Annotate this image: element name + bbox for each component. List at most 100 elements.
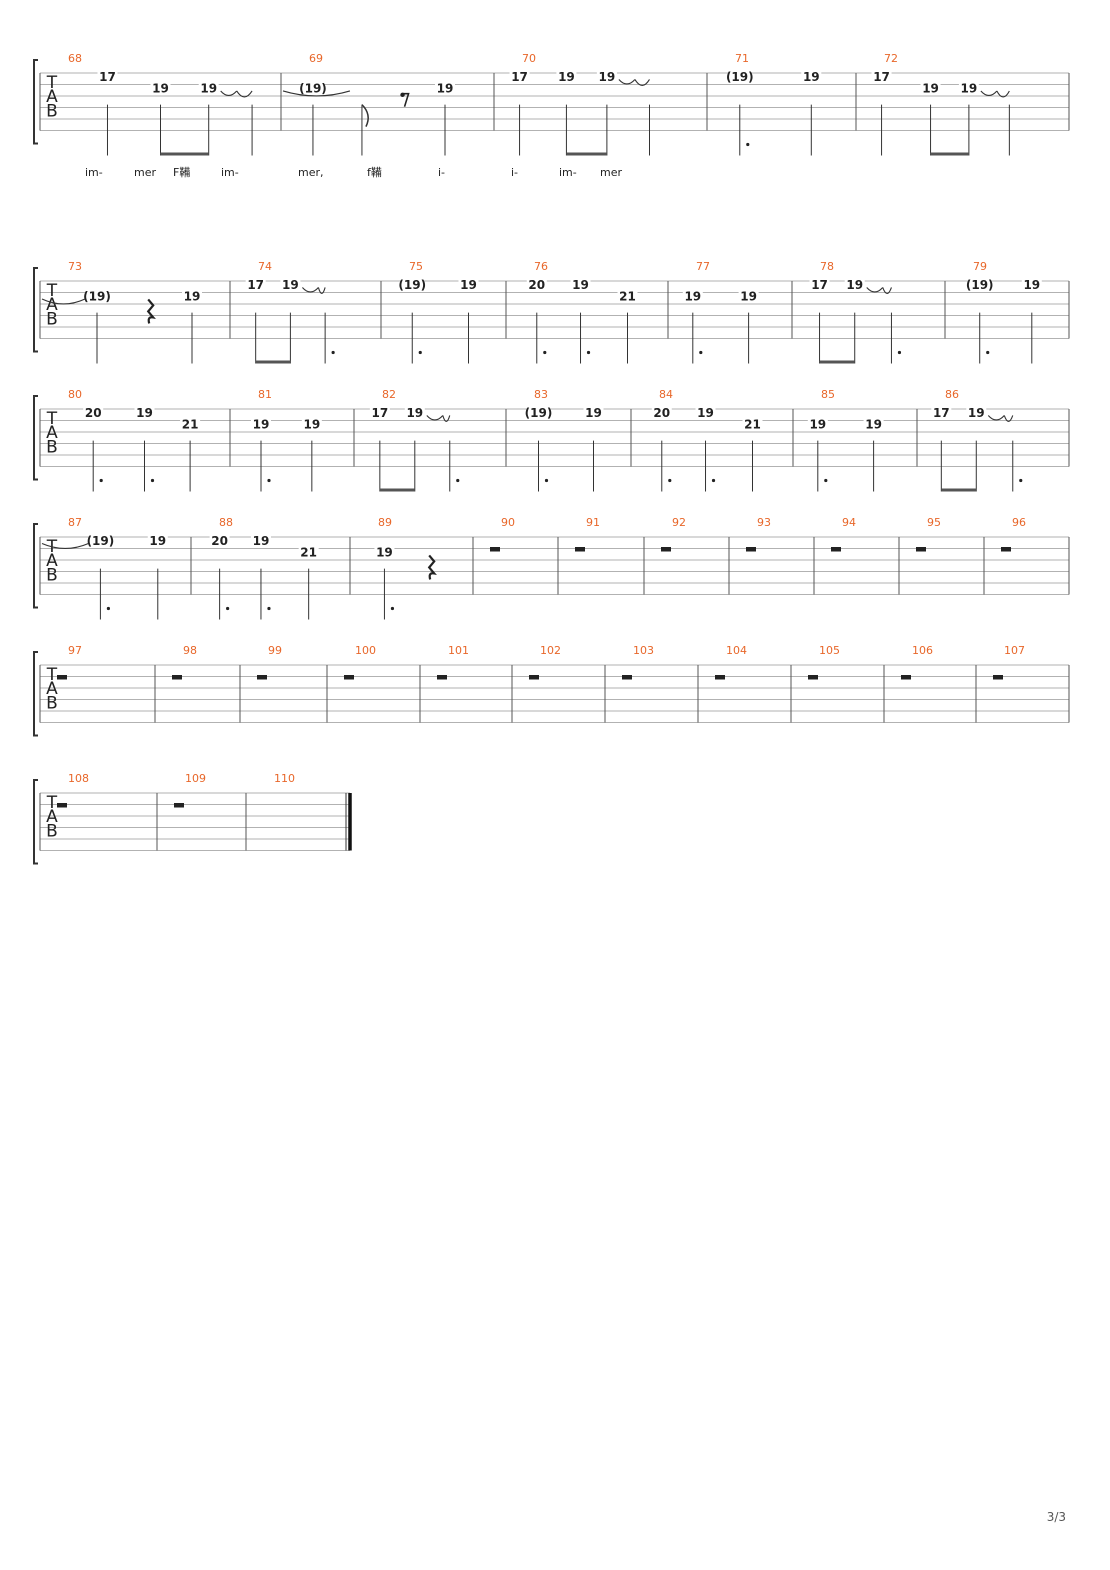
tie-arc (442, 415, 451, 422)
note-beam (566, 152, 607, 156)
tie-arc (41, 542, 89, 549)
fret-background (87, 288, 107, 302)
fret-background (729, 69, 750, 83)
fret-number: (19) (83, 289, 111, 303)
rhythm-dot (456, 478, 460, 483)
measure: 109 (174, 772, 206, 808)
measure-number: 95 (927, 516, 941, 529)
measure-number: 91 (586, 516, 600, 529)
measure-number: 69 (309, 52, 323, 65)
measure-number: 85 (821, 388, 835, 401)
fret-number: 20 (528, 278, 545, 292)
whole-rest (257, 675, 267, 680)
note-beam (379, 488, 415, 492)
rhythm-dot (544, 478, 549, 483)
fret-background (298, 544, 319, 558)
fret-background (695, 405, 716, 419)
fret-number: 19 (740, 289, 757, 303)
fret-number: 19 (406, 406, 423, 420)
measure-number: 110 (274, 772, 295, 785)
measure-number: 84 (659, 388, 673, 401)
measure: 108 (57, 772, 89, 808)
tie-arc (317, 287, 326, 294)
measure-number: 100 (355, 644, 376, 657)
fret-number: 19 (558, 70, 575, 84)
fret-number: 17 (99, 70, 116, 84)
tie-arc (980, 90, 998, 96)
rhythm-dot (390, 606, 395, 611)
lyric-syllable: mer (600, 166, 622, 179)
fret-number: 19 (968, 406, 985, 420)
measure-number: 88 (219, 516, 233, 529)
fret-background (83, 405, 104, 419)
tab-clef-letter: T (46, 665, 58, 685)
measure: 87(19)19 (41, 516, 168, 620)
rhythm-dot (824, 478, 828, 483)
measure: 71(19)19 (726, 52, 822, 156)
measure-number: 76 (534, 260, 548, 273)
fret-background (182, 288, 202, 302)
fret-number: (19) (87, 534, 115, 548)
measure-number: 108 (68, 772, 89, 785)
measure-number: 86 (945, 388, 959, 401)
fret-background (528, 405, 549, 419)
fret-background (280, 277, 301, 291)
fret-number: 20 (85, 406, 102, 420)
fret-background (369, 405, 390, 419)
measure: 105 (808, 644, 840, 680)
fret-background (250, 533, 271, 547)
fret-background (920, 80, 941, 94)
lyric-syllable: f鞴 (367, 165, 382, 179)
lyric-syllable: im- (559, 166, 577, 179)
measure: 99 (257, 644, 282, 680)
measure: 110 (274, 772, 295, 785)
tab-clef-letter: B (46, 566, 58, 586)
fret-background (931, 405, 952, 419)
measure-number: 101 (448, 644, 469, 657)
fret-number: 21 (619, 289, 636, 303)
tab-clef-letter: B (46, 822, 58, 842)
system-bracket (33, 59, 38, 145)
lyric-syllable: mer (134, 166, 156, 179)
measure: 93 (746, 516, 771, 552)
measure-number: 81 (258, 388, 272, 401)
measure-number: 79 (973, 260, 987, 273)
measure-number: 71 (735, 52, 749, 65)
fret-number: 19 (460, 278, 477, 292)
fret-background (583, 405, 604, 419)
fret-number: 19 (152, 81, 169, 95)
fret-background (198, 80, 219, 94)
measure: 95 (916, 516, 941, 552)
fret-number: 20 (653, 406, 670, 420)
whole-rest (831, 547, 841, 552)
fret-number: 17 (811, 278, 828, 292)
fret-number: 19 (376, 545, 393, 559)
fret-background (245, 277, 266, 291)
fret-number: (19) (398, 278, 426, 292)
measure: 90 (490, 516, 515, 552)
measure-number: 73 (68, 260, 82, 273)
fret-background (556, 69, 577, 83)
fret-number: 19 (599, 70, 616, 84)
fret-background (180, 416, 201, 430)
note-flag (361, 104, 369, 127)
tab-clef-letter: A (46, 551, 58, 571)
fret-number: 19 (282, 278, 299, 292)
measure-number: 102 (540, 644, 561, 657)
measure: 97 (57, 644, 82, 680)
tab-clef-letter: B (46, 694, 58, 714)
rhythm-dot (267, 606, 271, 611)
whole-rest (901, 675, 911, 680)
fret-background (90, 533, 111, 547)
measure: 79(19)19 (966, 260, 1042, 364)
whole-rest (916, 547, 926, 552)
